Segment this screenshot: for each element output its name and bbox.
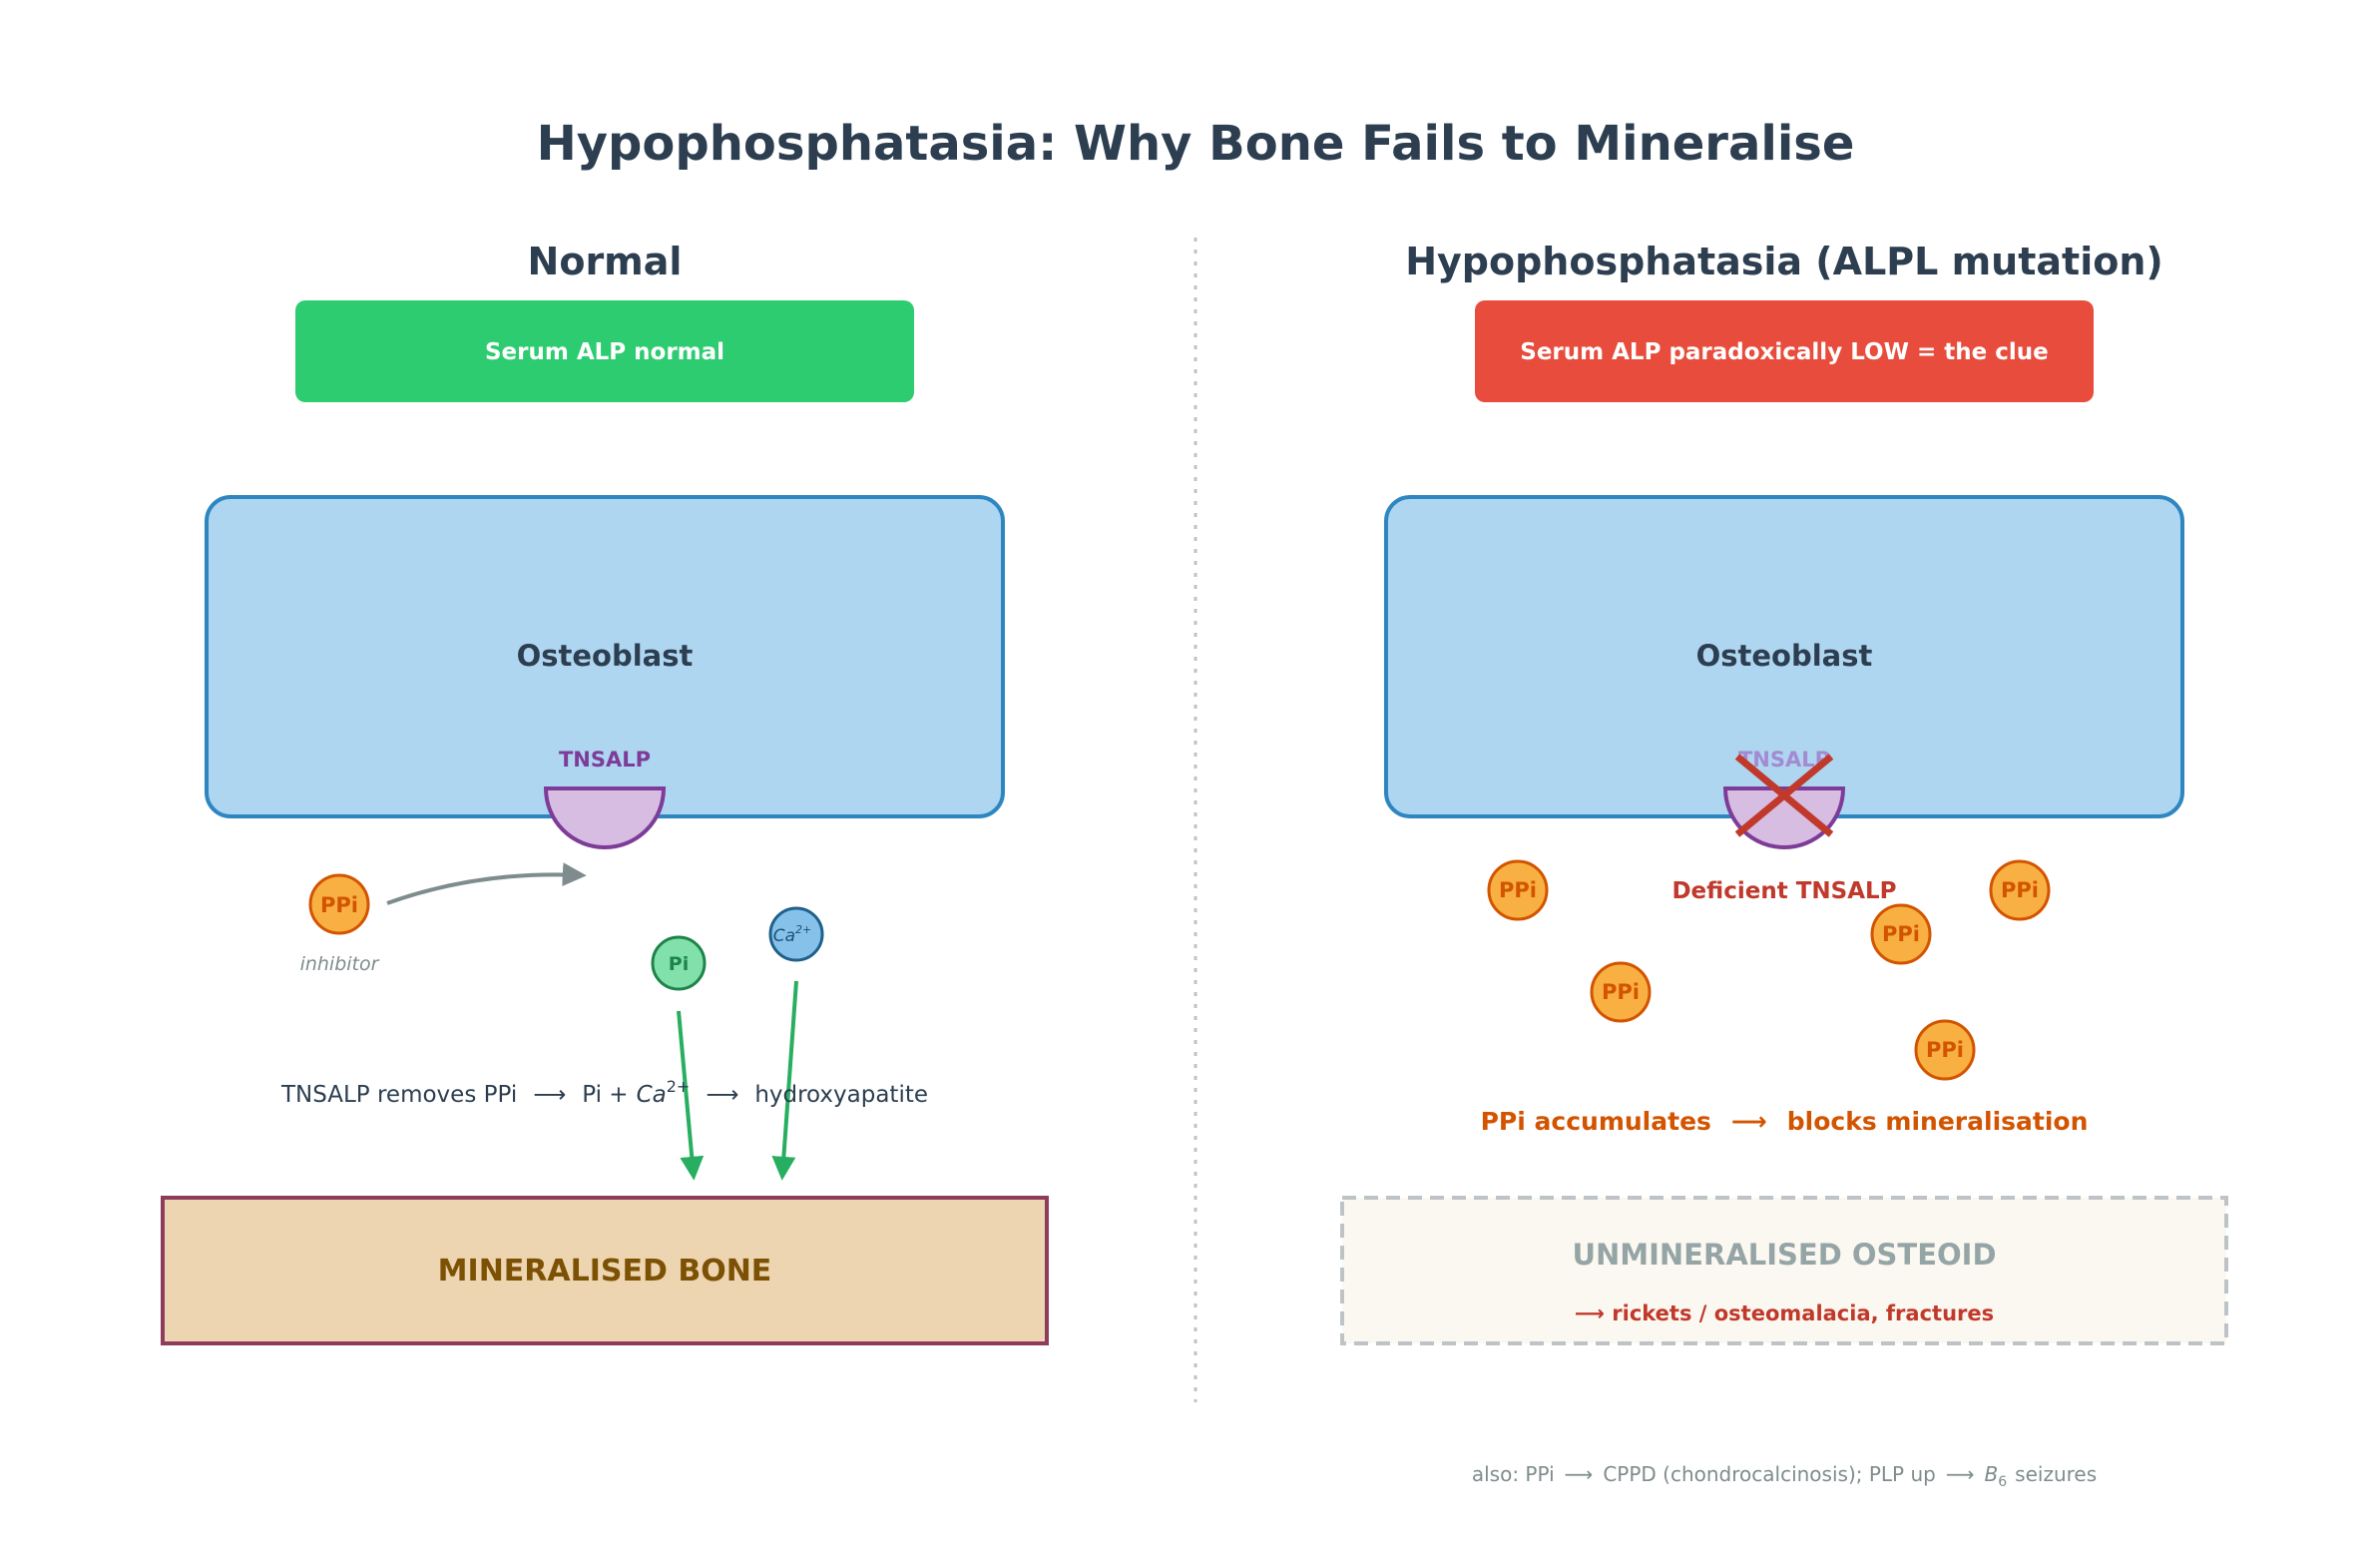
ppi-molecule: PPi xyxy=(1870,903,1932,965)
normal-reaction-equation: TNSALP removes PPi⟶Pi +Ca2+⟶hydroxyapati… xyxy=(280,1077,928,1108)
pi-to-bone-arrow xyxy=(677,1010,705,1181)
normal-panel-heading: Normal xyxy=(528,240,683,283)
normal-panel: Normal Serum ALP normal Osteoblast TNSAL… xyxy=(161,240,1049,1345)
deficient-tnsalp-label: Deficient TNSALP xyxy=(1671,878,1896,904)
hpp-osteoblast-label: Osteoblast xyxy=(1696,639,1873,673)
normal-alp-badge-label: Serum ALP normal xyxy=(485,339,724,365)
hpp-alp-badge xyxy=(1475,300,2094,402)
normal-inhibitor-label: inhibitor xyxy=(300,953,380,975)
normal-ppi-molecule xyxy=(308,873,370,935)
footnote: also: PPi⟶CPPD (chondrocalcinosis); PLP … xyxy=(1472,1462,2097,1490)
ppi-molecule: PPi xyxy=(1590,961,1652,1023)
hpp-alp-badge-label: Serum ALP paradoxically LOW = the clue xyxy=(1520,339,2048,365)
hpp-tnsalp-enzyme xyxy=(1722,786,1846,849)
normal-calcium-ion xyxy=(768,906,824,962)
normal-ppi-label: PPi xyxy=(320,893,358,917)
ppi-accumulation-statement: PPi accumulates⟶blocks mineralisation xyxy=(1481,1107,2089,1136)
mineralised-bone-label: MINERALISED BONE xyxy=(438,1254,772,1289)
normal-tnsalp-enzyme xyxy=(543,786,667,849)
ppi-molecule: PPi xyxy=(1989,859,2051,921)
ppi-label: PPi xyxy=(1499,878,1537,902)
clinical-consequence-label: ⟶ rickets / osteomalacia, fractures xyxy=(1575,1301,1994,1325)
ppi-label: PPi xyxy=(1602,980,1640,1004)
normal-pi-molecule xyxy=(651,935,707,991)
normal-osteoblast-label: Osteoblast xyxy=(517,639,694,673)
unmineralised-osteoid-box xyxy=(1340,1196,2228,1345)
ppi-molecule: PPi xyxy=(1914,1019,1976,1081)
ppi-molecule: PPi xyxy=(1487,859,1549,921)
ppi-label: PPi xyxy=(1882,922,1920,946)
normal-calcium-label: Ca2+ xyxy=(773,923,812,946)
enzyme-cross-icon xyxy=(1734,754,1834,837)
normal-tnsalp-label: TNSALP xyxy=(559,748,651,772)
mineralised-bone-box xyxy=(161,1196,1049,1345)
hpp-panel-heading: Hypophosphatasia (ALPL mutation) xyxy=(1405,240,2163,283)
normal-pi-label: Pi xyxy=(669,953,689,975)
page-title: Hypophosphatasia: Why Bone Fails to Mine… xyxy=(537,116,1855,172)
ppi-label: PPi xyxy=(2001,878,2039,902)
normal-alp-badge xyxy=(295,300,914,402)
unmineralised-osteoid-label: UNMINERALISED OSTEOID xyxy=(1572,1238,1996,1272)
ppi-to-enzyme-arrow xyxy=(386,862,587,905)
hpp-panel: Hypophosphatasia (ALPL mutation) Serum A… xyxy=(1340,240,2228,1345)
ppi-label: PPi xyxy=(1926,1038,1964,1062)
calcium-to-bone-arrow xyxy=(771,980,798,1181)
